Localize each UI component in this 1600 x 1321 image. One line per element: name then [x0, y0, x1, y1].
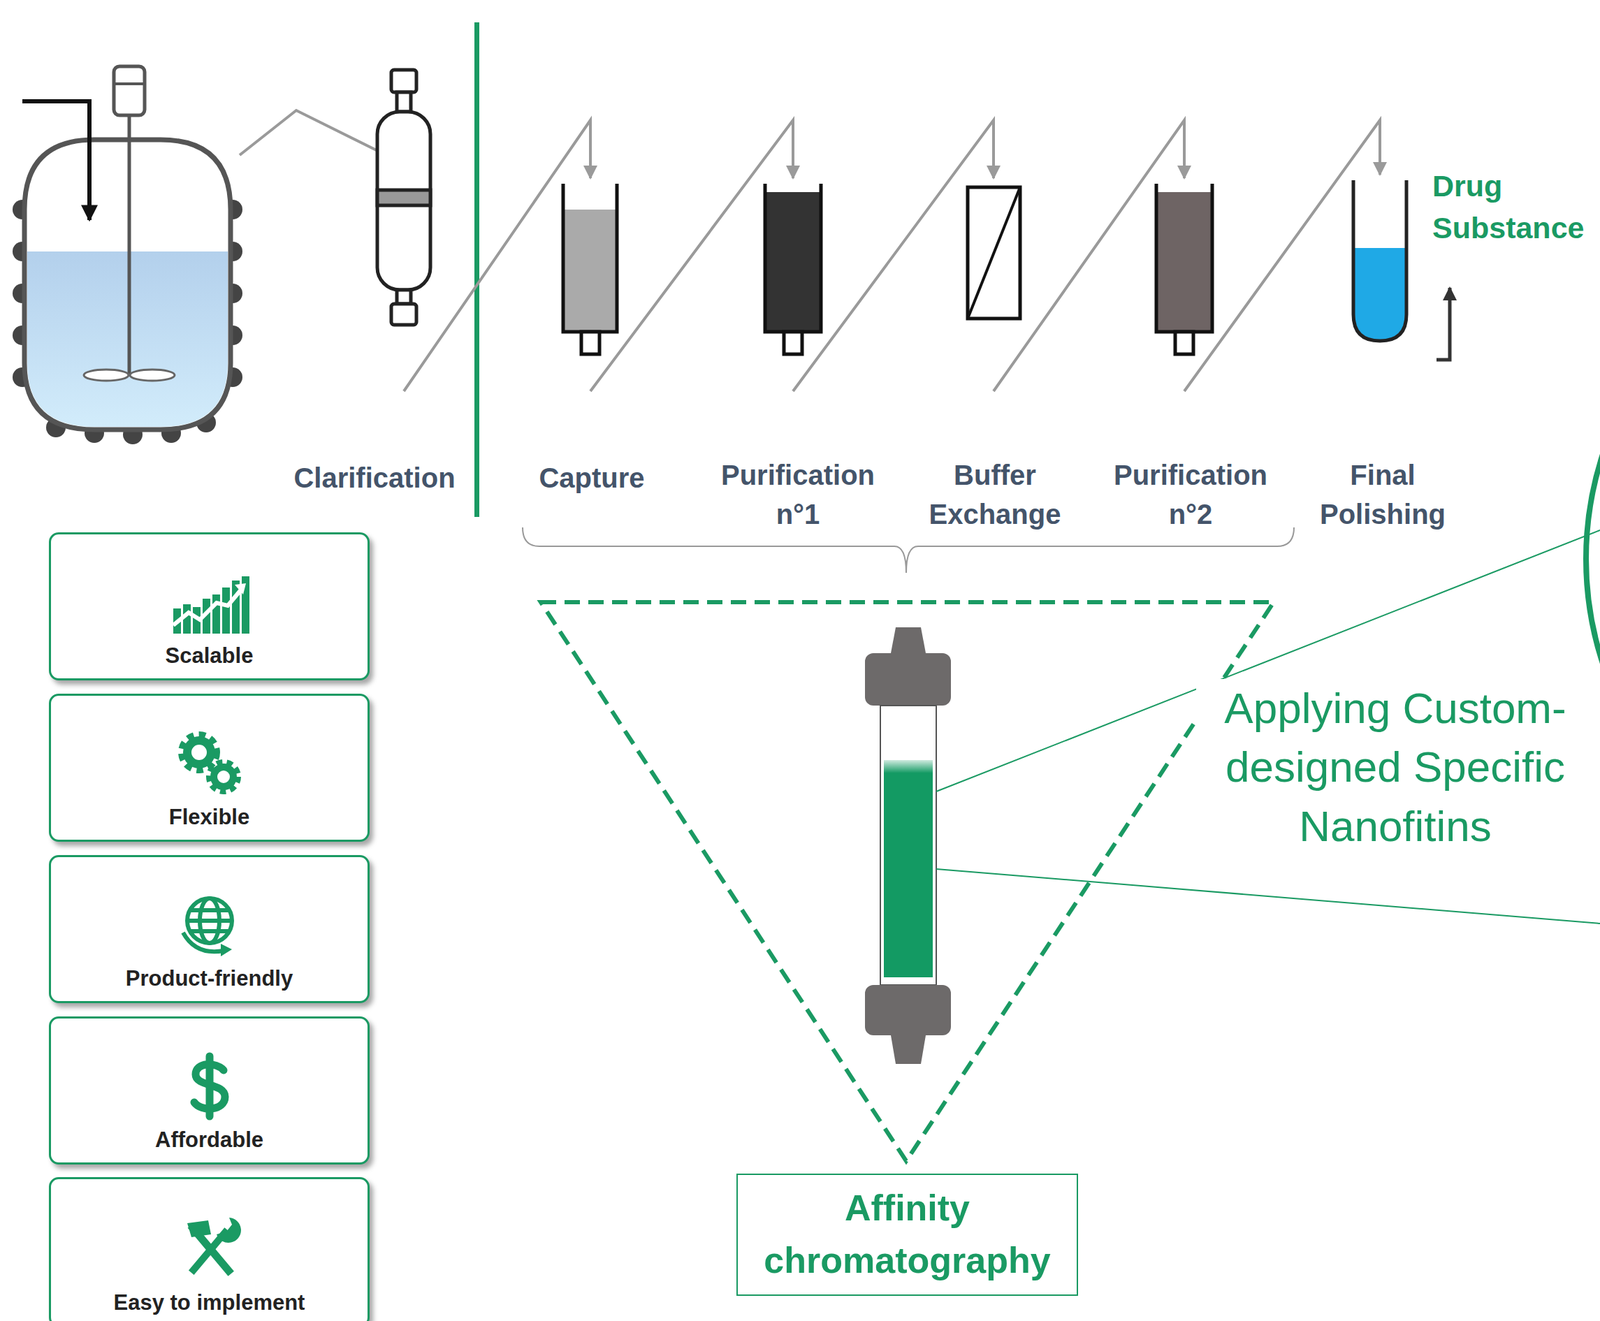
purification-column: [765, 183, 821, 355]
feature-label: Product-friendly: [125, 966, 293, 992]
filter-capsule: [377, 69, 431, 325]
boundary-line: [474, 22, 480, 518]
result-box: Affinity chromatography: [736, 1173, 1079, 1297]
polishing-tube: [1353, 180, 1407, 341]
feature-label: Affordable: [155, 1127, 264, 1153]
dashed-triangle: [540, 602, 1274, 1162]
step-label: Purification n°2: [1096, 455, 1285, 534]
feature-box: Scalable: [48, 532, 370, 681]
purification-column: [1156, 183, 1213, 355]
feature-box: Easy to implement: [48, 1177, 370, 1321]
output-label: Drug Substance: [1432, 164, 1598, 249]
step-label: Capture: [511, 458, 673, 498]
step-label: Buffer Exchange: [904, 455, 1086, 534]
feature-icon: [167, 1213, 252, 1284]
leader-lines: [936, 530, 1600, 924]
feature-label: Scalable: [165, 643, 254, 669]
bracket: [522, 527, 1294, 573]
result-label: Affinity chromatography: [748, 1182, 1066, 1288]
affinity-column: [864, 627, 951, 1065]
feature-icon: [167, 889, 252, 960]
feature-label: Easy to implement: [113, 1290, 306, 1316]
feature-icon: [167, 573, 252, 637]
callout-text: Applying Custom-designed Specific Nanofi…: [1196, 679, 1595, 856]
step-label: Final Polishing: [1295, 455, 1471, 534]
output-arrow: [1436, 287, 1450, 360]
flow-arrows: [403, 120, 1380, 392]
step-label: Clarification: [259, 458, 490, 498]
buffer-exchange-unit: [967, 187, 1021, 319]
feature-icon: [167, 1050, 252, 1121]
feature-box: Flexible: [48, 693, 370, 842]
bioreactor: [12, 66, 404, 445]
feature-box: Product-friendly: [48, 855, 370, 1004]
feature-icon: [167, 728, 252, 798]
capture-column: [563, 183, 617, 355]
feature-box: Affordable: [48, 1016, 370, 1165]
step-label: Purification n°1: [703, 455, 893, 534]
feature-label: Flexible: [169, 804, 250, 831]
